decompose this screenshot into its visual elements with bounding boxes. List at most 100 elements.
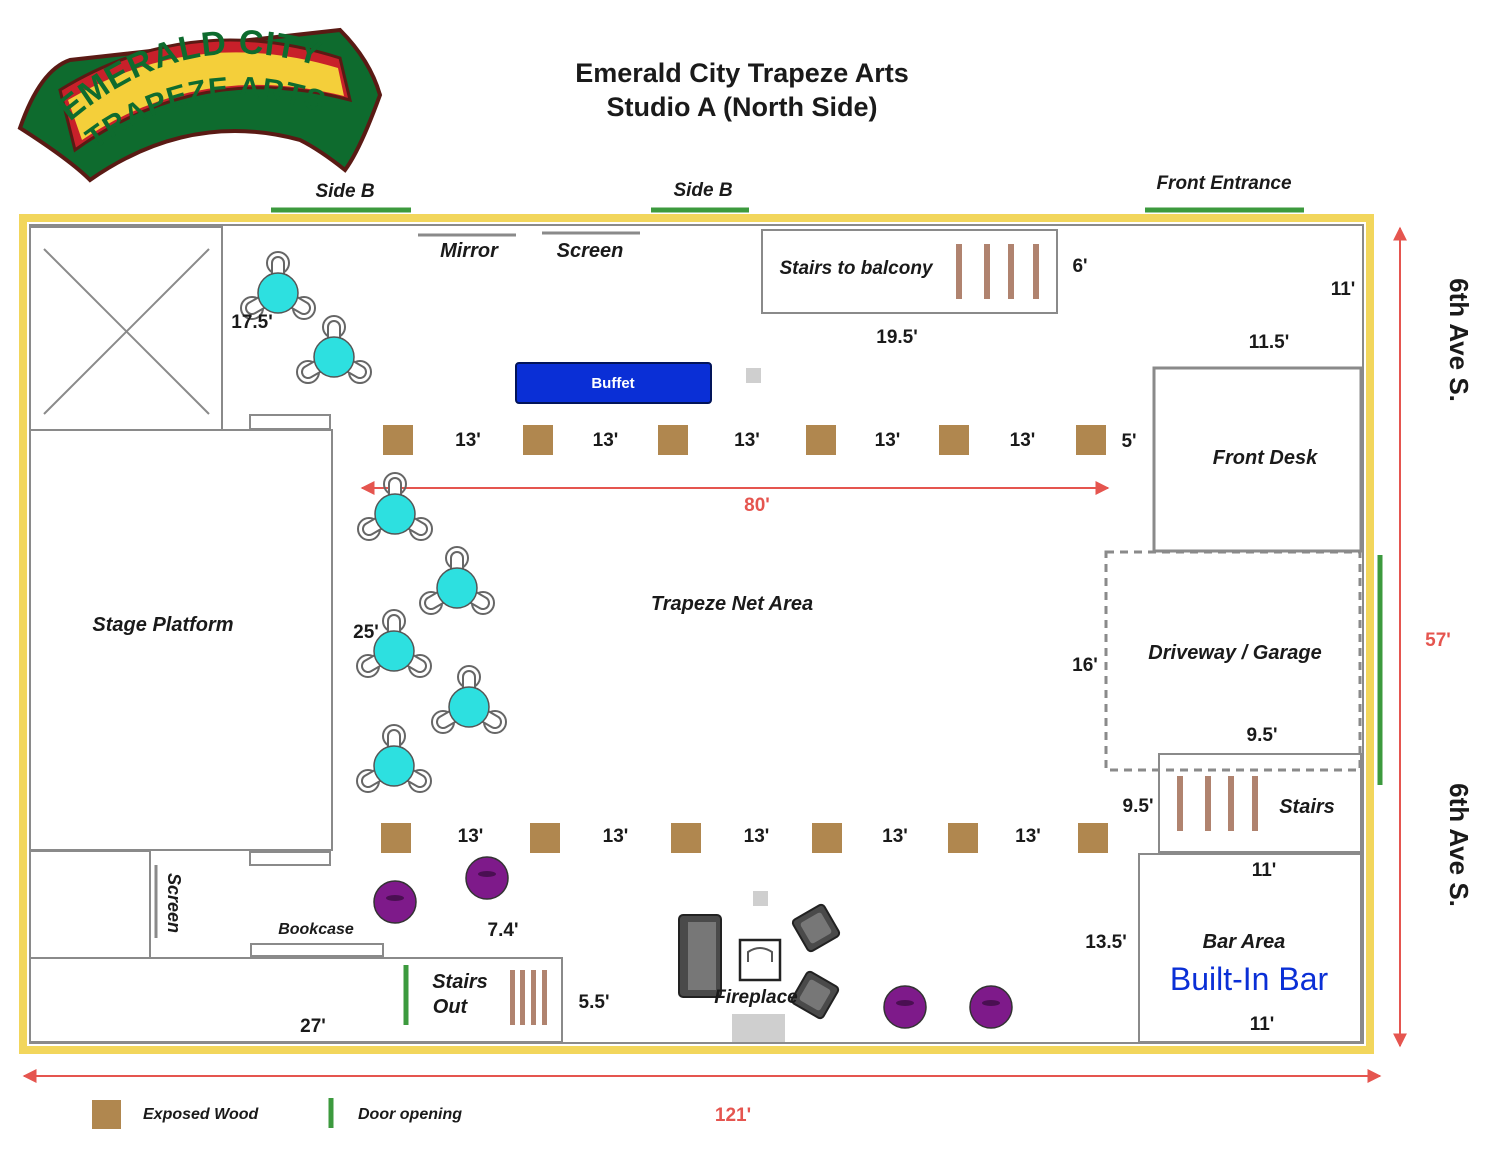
small-post-top: [746, 368, 761, 383]
door-label-front-entrance: Front Entrance: [1156, 173, 1292, 194]
couch-cushion: [688, 922, 716, 990]
wood-beam-bottom-4: [812, 823, 842, 853]
table-1: [241, 252, 315, 319]
stool-4: [969, 985, 1013, 1029]
table-7: [357, 725, 431, 792]
beam-spacing-bottom-5: 13': [1015, 826, 1041, 847]
beams-top: [383, 425, 1106, 455]
balcony-steps: [956, 244, 1039, 299]
stairs-to-balcony: [761, 229, 1058, 314]
outer-wall: [19, 214, 1374, 1054]
wood-beam-top-1: [383, 425, 413, 455]
table-4: [420, 547, 494, 614]
title-line-2: Studio A (North Side): [606, 92, 878, 122]
beam-spacing-top-4: 13': [875, 430, 901, 451]
stairs-to-balcony-label: Stairs to balcony: [779, 258, 934, 279]
dim-6: 6': [1072, 256, 1087, 277]
wood-beam-bottom-1: [381, 823, 411, 853]
bookcase-label: Bookcase: [278, 921, 354, 938]
dim-27: 27': [300, 1016, 326, 1037]
beam-spacing-bottom-1: 13': [458, 826, 484, 847]
fireplace-label: Fireplace: [714, 987, 798, 1008]
buffet-table: [515, 362, 712, 404]
bar-area-label: Bar Area: [1203, 931, 1286, 953]
street-label-upper: 6th Ave S.: [1444, 278, 1474, 402]
beams-bottom: [381, 823, 1108, 853]
logo: EMERALD CITY TRAPEZE ARTS: [17, 23, 383, 183]
door-label-side-b-2: Side B: [673, 180, 732, 201]
wood-beam-bottom-3: [671, 823, 701, 853]
beam-spacing-top-5: 13': [1010, 430, 1036, 451]
title-line-1: Emerald City Trapeze Arts: [575, 58, 909, 88]
fireplace-hearth: [732, 1014, 785, 1042]
trapeze-net-area-label: Trapeze Net Area: [651, 593, 813, 615]
driveway-garage: [1104, 550, 1362, 772]
dimension-121: 121': [715, 1105, 751, 1126]
street-label-lower: 6th Ave S.: [1444, 783, 1474, 907]
dim-13-5: 13.5': [1085, 932, 1127, 953]
stairs-out-room: [29, 957, 563, 1043]
coffee-table: [738, 938, 782, 982]
table-5: [357, 610, 431, 677]
stool-1: [373, 880, 417, 924]
stage-step-top: [249, 414, 331, 430]
small-post-bottom: [753, 891, 768, 906]
dimension-57: 57': [1425, 630, 1451, 651]
table-6: [432, 666, 506, 733]
wood-beam-top-4: [806, 425, 836, 455]
stage-platform: [29, 429, 333, 851]
stairs-right: [1158, 753, 1362, 853]
beam-spacing-bottom-3: 13': [744, 826, 770, 847]
beam-spacing-top-3: 13': [734, 430, 760, 451]
dim-11-5: 11.5': [1249, 332, 1289, 353]
stage-platform-label: Stage Platform: [92, 614, 233, 636]
wood-beam-top-6: [1076, 425, 1106, 455]
bookcase: [250, 943, 384, 957]
dim-16: 16': [1072, 655, 1098, 676]
beam-spacing-bottom-2: 13': [603, 826, 629, 847]
dim-25: 25': [353, 622, 379, 643]
wood-beam-top-2: [523, 425, 553, 455]
driveway-garage-label: Driveway / Garage: [1148, 642, 1321, 664]
dim-9-5-top: 9.5': [1247, 725, 1278, 746]
front-desk-label: Front Desk: [1213, 447, 1318, 469]
stairs-right-label: Stairs: [1279, 796, 1335, 818]
stool-3: [883, 985, 927, 1029]
fireplace-lounge: [678, 902, 842, 1042]
stairs-out-label-2: Out: [433, 996, 469, 1018]
stairs-right-steps: [1177, 776, 1258, 831]
dim-11-mid: 11': [1252, 860, 1277, 881]
storage-box: [29, 226, 223, 431]
front-desk: [1152, 366, 1363, 553]
dim-9-5-side: 9.5': [1123, 796, 1154, 817]
wood-beam-bottom-6: [1078, 823, 1108, 853]
wood-beam-top-3: [658, 425, 688, 455]
stairs-out-label-1: Stairs: [432, 971, 488, 993]
dim-19-5: 19.5': [876, 327, 918, 348]
dimension-80: 80': [744, 495, 770, 516]
built-in-bar-label: Built-In Bar: [1170, 961, 1329, 997]
dim-17-5: 17.5': [231, 312, 273, 333]
door-openings: [271, 207, 1383, 1025]
table-2: [297, 316, 371, 383]
buffet-label: Buffet: [591, 375, 634, 392]
beam-dims-bottom: 13'13'13'13'13': [458, 826, 1041, 847]
legend-wood-swatch: [92, 1100, 121, 1129]
stool-2: [465, 856, 509, 900]
legend-door-opening: Door opening: [358, 1106, 462, 1123]
small-room: [29, 850, 151, 959]
stage-step-bottom: [249, 851, 331, 866]
legend-exposed-wood: Exposed Wood: [143, 1106, 259, 1123]
wood-beam-top-5: [939, 425, 969, 455]
beam-spacing-top-2: 13': [593, 430, 619, 451]
dim-5-5: 5.5': [579, 992, 610, 1013]
wood-beam-bottom-2: [530, 823, 560, 853]
screen-top-label: Screen: [557, 240, 624, 262]
mirror-label: Mirror: [440, 240, 499, 262]
armchair-2: [789, 969, 841, 1021]
dim-5: 5': [1121, 431, 1136, 452]
stairs-out-steps: [510, 970, 547, 1025]
beam-dims-top: 13'13'13'13'13': [455, 430, 1035, 451]
table-groups: [241, 252, 506, 792]
